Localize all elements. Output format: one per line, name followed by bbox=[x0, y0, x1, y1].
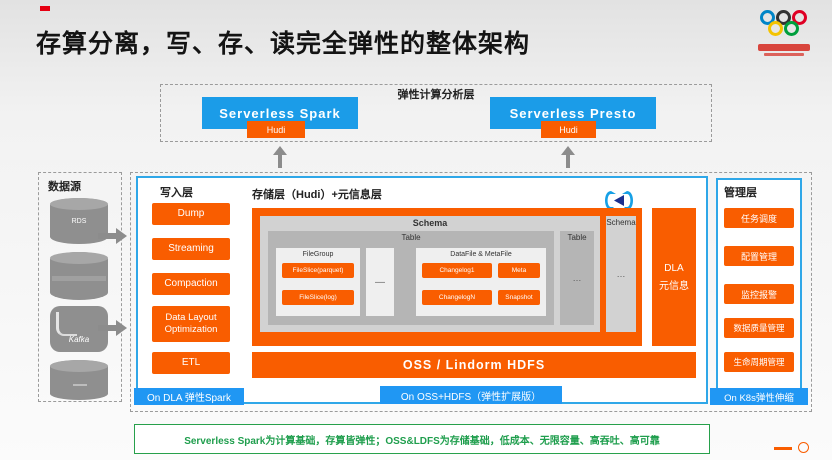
mgmt-item-task-scheduling: 任务调度 bbox=[724, 208, 794, 228]
table-label: Table bbox=[567, 233, 587, 242]
arrow-right-icon bbox=[98, 320, 128, 336]
dla-metadata-line1: DLA bbox=[664, 262, 684, 274]
dla-metadata-box: DLA 元信息 bbox=[652, 208, 696, 346]
ring-yellow-icon bbox=[768, 21, 783, 36]
ellipsis-text: … bbox=[616, 269, 626, 279]
fileslice-parquet-chip: FileSlice(parquet) bbox=[282, 263, 354, 278]
arrow-stem bbox=[278, 154, 282, 168]
spark-hudi-tag: Hudi bbox=[247, 121, 305, 138]
arrow-head bbox=[116, 228, 127, 244]
table-label: Table bbox=[401, 233, 421, 242]
summary-note-box: Serverless Spark为计算基础，存算皆弹性；OSS&LDFS为存储基… bbox=[134, 424, 710, 454]
ring-red-icon bbox=[792, 10, 807, 25]
presto-hudi-tag: Hudi bbox=[541, 121, 596, 138]
mgmt-item-monitoring: 监控报警 bbox=[724, 284, 794, 304]
filegroup-header: FileGroup bbox=[302, 251, 334, 258]
oss-lindorm-hdfs-bar: OSS / Lindorm HDFS bbox=[252, 352, 696, 378]
mgmt-item-data-quality: 数据质量管理 bbox=[724, 318, 794, 338]
table-box-secondary: Table … bbox=[560, 231, 594, 325]
page-title: 存算分离，写、存、读完全弹性的整体架构 bbox=[36, 30, 531, 58]
arrow-stem bbox=[98, 233, 116, 239]
mgmt-item-config: 配置管理 bbox=[724, 246, 794, 266]
management-footer-tag: On K8s弹性伸缩 bbox=[710, 388, 808, 405]
database-icon: RDS bbox=[50, 198, 108, 244]
changelogn-chip: ChangelogN bbox=[422, 290, 492, 305]
arrow-head bbox=[273, 146, 287, 155]
write-step-data-layout-optimization: Data Layout Optimization bbox=[152, 306, 230, 342]
arrow-stem bbox=[98, 325, 116, 331]
database-icon bbox=[50, 252, 108, 300]
compute-layer-label: 弹性计算分析层 bbox=[397, 89, 475, 101]
compute-layer-container bbox=[160, 84, 712, 142]
filegroup-box: FileGroup FileSlice(parquet) FileSlice(l… bbox=[276, 248, 360, 316]
write-step-compaction: Compaction bbox=[152, 273, 230, 295]
ellipsis-text: … bbox=[572, 273, 582, 283]
files-header: DataFile & MetaFile bbox=[450, 251, 512, 258]
alibaba-cloud-logo-icon bbox=[600, 188, 638, 213]
ring-green-icon bbox=[784, 21, 799, 36]
ellipsis-text: — bbox=[375, 276, 385, 288]
dla-metadata-line2: 元信息 bbox=[659, 280, 689, 292]
oss-footer-tag: On OSS+HDFS（弹性扩展版） bbox=[380, 386, 562, 404]
footer-dash-decoration bbox=[774, 447, 792, 450]
write-step-dump: Dump bbox=[152, 203, 230, 225]
olympic-rings-icon bbox=[752, 8, 818, 42]
write-step-streaming: Streaming bbox=[152, 238, 230, 260]
fileslice-log-chip: FileSlice(log) bbox=[282, 290, 354, 305]
schema-label: Schema bbox=[412, 218, 448, 228]
arrow-head bbox=[561, 146, 575, 155]
logo-caption-line bbox=[758, 44, 810, 51]
ring-black-icon bbox=[776, 10, 791, 25]
ellipsis-box: — bbox=[366, 248, 394, 316]
arrow-right-icon bbox=[98, 228, 128, 244]
arrow-up-icon bbox=[273, 146, 287, 168]
schema-label: Schema bbox=[606, 218, 636, 227]
summary-note-text: Serverless Spark为计算基础，存算皆弹性；OSS&LDFS为存储基… bbox=[184, 435, 660, 447]
conference-logo bbox=[752, 8, 818, 60]
kafka-label: Kafka bbox=[68, 335, 90, 344]
write-layer-footer-tag: On DLA 弹性Spark bbox=[134, 388, 244, 405]
storage-layer-header: 存储层（Hudi）+元信息层 bbox=[252, 189, 382, 201]
arrow-up-icon bbox=[561, 146, 575, 168]
arrow-head bbox=[116, 320, 127, 336]
management-layer-label: 管理层 bbox=[724, 187, 757, 199]
write-step-etl: ETL bbox=[152, 352, 230, 374]
datafile-metafile-box: DataFile & MetaFile Changelog1 Meta Chan… bbox=[416, 248, 546, 316]
architecture-frame bbox=[130, 172, 812, 412]
meta-chip: Meta bbox=[498, 263, 540, 278]
database-icon bbox=[50, 360, 108, 400]
snapshot-chip: Snapshot bbox=[498, 290, 540, 305]
ring-blue-icon bbox=[760, 10, 775, 25]
arrow-stem bbox=[566, 154, 570, 168]
write-layer-label: 写入层 bbox=[160, 187, 193, 199]
mgmt-item-lifecycle: 生命周期管理 bbox=[724, 352, 794, 372]
footer-circle-decoration bbox=[798, 442, 809, 453]
logo-caption-subline bbox=[764, 53, 804, 56]
database-label: RDS bbox=[71, 217, 87, 225]
title-accent-mark bbox=[40, 6, 50, 11]
datasource-label: 数据源 bbox=[48, 181, 81, 193]
schema-box-secondary: Schema … bbox=[606, 216, 636, 332]
datasource-container bbox=[38, 172, 122, 402]
changelog1-chip: Changelog1 bbox=[422, 263, 492, 278]
